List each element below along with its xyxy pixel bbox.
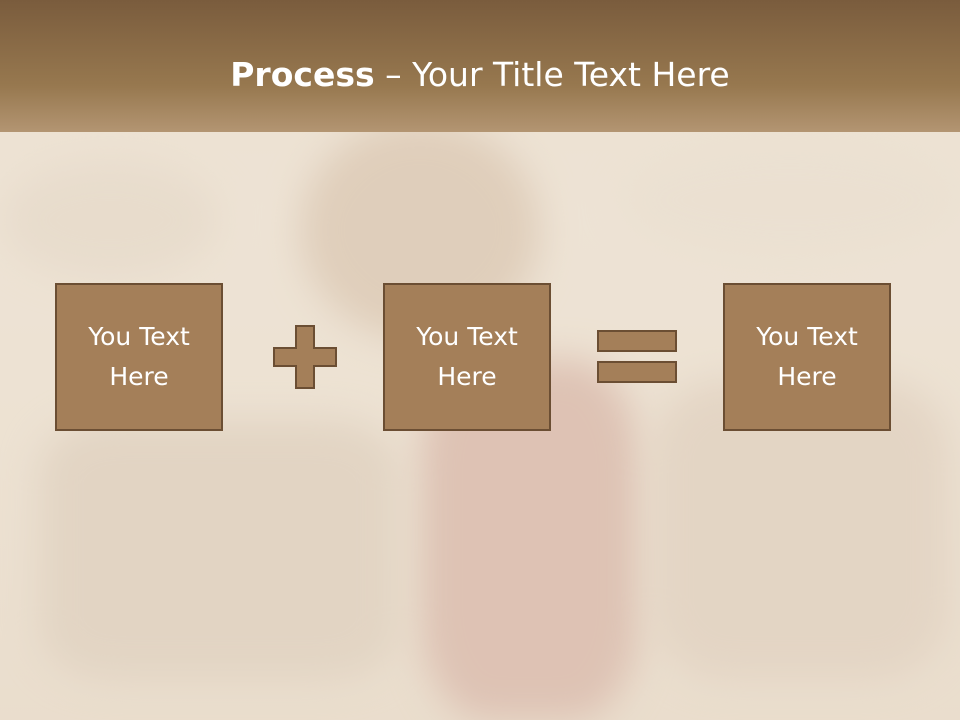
process-box-2: You Text Here <box>383 283 551 431</box>
plus-icon <box>273 325 337 389</box>
title-bar <box>0 0 960 132</box>
equals-icon <box>597 330 677 383</box>
box-2-line-1: You Text <box>416 322 518 351</box>
box-1-line-1: You Text <box>88 322 190 351</box>
box-3-line-2: Here <box>777 362 837 391</box>
process-box-1: You Text Here <box>55 283 223 431</box>
process-box-3: You Text Here <box>723 283 891 431</box>
title-bold: Process <box>230 55 375 94</box>
box-2-line-2: Here <box>437 362 497 391</box>
box-1-line-2: Here <box>109 362 169 391</box>
title-rest: – Your Title Text Here <box>374 55 730 94</box>
slide-title: Process – Your Title Text Here <box>0 54 960 96</box>
box-3-line-1: You Text <box>756 322 858 351</box>
